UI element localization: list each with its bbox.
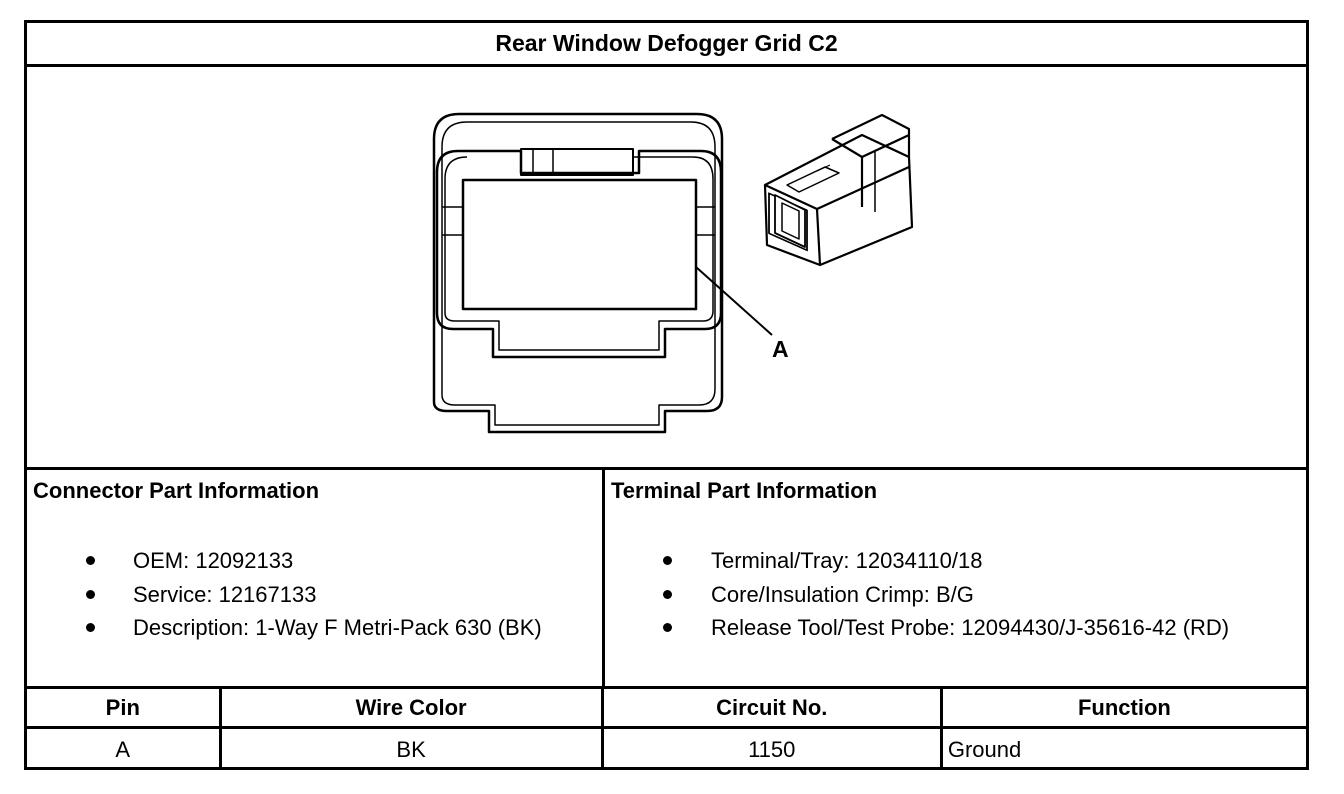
terminal-part-info-list: Terminal/Tray: 12034110/18 Core/Insulati… — [611, 544, 1300, 645]
connector-face-outer — [432, 112, 724, 434]
table-row: A BK 1150 Ground — [27, 729, 1306, 770]
connector-housing-inner — [444, 156, 714, 351]
terminal-info-item: Core/Insulation Crimp: B/G — [611, 578, 1300, 612]
pin-table-header: Pin Wire Color Circuit No. Function — [27, 689, 1306, 729]
bullet-icon — [86, 556, 95, 565]
callout-leader — [695, 266, 773, 336]
connector-housing — [435, 149, 723, 359]
cell-function: Ground — [947, 736, 1022, 762]
connector-info-item: Description: 1-Way F Metri-Pack 630 (BK) — [33, 611, 596, 645]
cell-pin: A — [27, 729, 222, 770]
header-function: Function — [1077, 694, 1171, 720]
bullet-icon — [663, 556, 672, 565]
connector-illustration: A — [432, 112, 914, 434]
connector-info-item: OEM: 12092133 — [33, 544, 596, 578]
connector-part-info-list: OEM: 12092133 Service: 12167133 Descript… — [33, 544, 596, 645]
header-circuit-no: Circuit No. — [604, 689, 943, 726]
callout-label-a: A — [772, 336, 789, 362]
connector-face-inner-rim — [441, 121, 716, 426]
connector-3d-view — [763, 113, 914, 267]
connector-part-info: Connector Part Information OEM: 12092133… — [27, 470, 605, 686]
terminal-cavity-a — [461, 178, 698, 311]
terminal-part-info: Terminal Part Information Terminal/Tray:… — [605, 470, 1306, 686]
bullet-icon — [86, 623, 95, 632]
latch-tab — [520, 148, 634, 176]
terminal-info-item: Terminal/Tray: 12034110/18 — [611, 544, 1300, 578]
connector-diagram-frame: Rear Window Defogger Grid C2 — [24, 20, 1309, 770]
bullet-icon — [663, 623, 672, 632]
terminal-part-info-heading: Terminal Part Information — [611, 478, 878, 503]
terminal-info-item: Release Tool/Test Probe: 12094430/J-3561… — [611, 611, 1300, 645]
bullet-icon — [86, 589, 95, 599]
header-pin: Pin — [27, 689, 222, 726]
header-wire-color: Wire Color — [222, 689, 604, 726]
connector-figure: A — [27, 67, 1306, 467]
connector-part-info-heading: Connector Part Information — [33, 478, 320, 503]
connector-info-item: Service: 12167133 — [33, 578, 596, 612]
cell-wire-color: BK — [222, 729, 604, 770]
part-information-row: Connector Part Information OEM: 12092133… — [27, 467, 1306, 686]
pin-table: Pin Wire Color Circuit No. Function A BK… — [27, 686, 1306, 770]
diagram-title: Rear Window Defogger Grid C2 — [27, 23, 1306, 67]
cell-circuit-no: 1150 — [604, 729, 943, 770]
bullet-icon — [663, 589, 672, 599]
